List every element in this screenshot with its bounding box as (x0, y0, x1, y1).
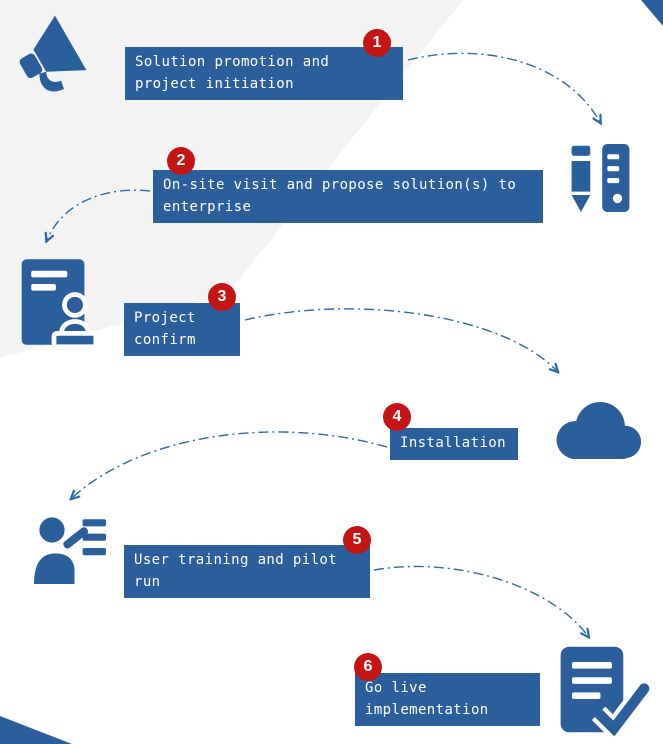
trainer-presentation-icon (25, 503, 115, 593)
step-label: Solution promotion and project initiatio… (135, 54, 330, 92)
step-number-badge: 6 (354, 653, 382, 681)
arrow-step4-to-step5 (72, 431, 388, 498)
step-label: User training and pilot run (134, 552, 338, 590)
step-label-box: Solution promotion and project initiatio… (125, 47, 403, 101)
step-number: 2 (176, 152, 186, 169)
step-label-box: On-site visit and propose solution(s) to… (153, 170, 543, 224)
step-label-box: Installation (390, 428, 518, 460)
bottom-left-corner-triangle (0, 716, 72, 744)
step-number-badge: 3 (208, 283, 236, 311)
step-label: On-site visit and propose solution(s) to… (163, 177, 517, 215)
step-number: 5 (352, 531, 362, 548)
step-number: 3 (217, 288, 227, 305)
arrow-step3-to-step4 (244, 308, 557, 371)
arrow-step2-to-step3 (47, 189, 151, 240)
step-number: 4 (392, 408, 402, 425)
step-label: Go live implementation (365, 680, 489, 718)
arrow-step1-to-step2 (407, 52, 600, 122)
step-label-box: Go live implementation (355, 673, 540, 727)
step-label-box: Project confirm (124, 303, 240, 357)
step-number-badge: 2 (167, 147, 195, 175)
cloud-icon (543, 383, 648, 478)
top-right-corner-triangle (641, 0, 663, 26)
stamped-document-icon (16, 253, 111, 353)
step-number: 6 (363, 658, 373, 675)
megaphone-icon (8, 8, 93, 103)
step-number-badge: 1 (363, 29, 391, 57)
step-label-box: User training and pilot run (124, 545, 370, 599)
step-label: Installation (400, 435, 506, 451)
checklist-check-icon (553, 643, 652, 743)
pencil-and-ruler-icon (558, 133, 643, 223)
step-number-badge: 4 (383, 403, 411, 431)
step-number-badge: 5 (343, 526, 371, 554)
step-label: Project confirm (134, 310, 196, 348)
step-number: 1 (372, 34, 382, 51)
arrow-step5-to-step6 (373, 565, 588, 636)
